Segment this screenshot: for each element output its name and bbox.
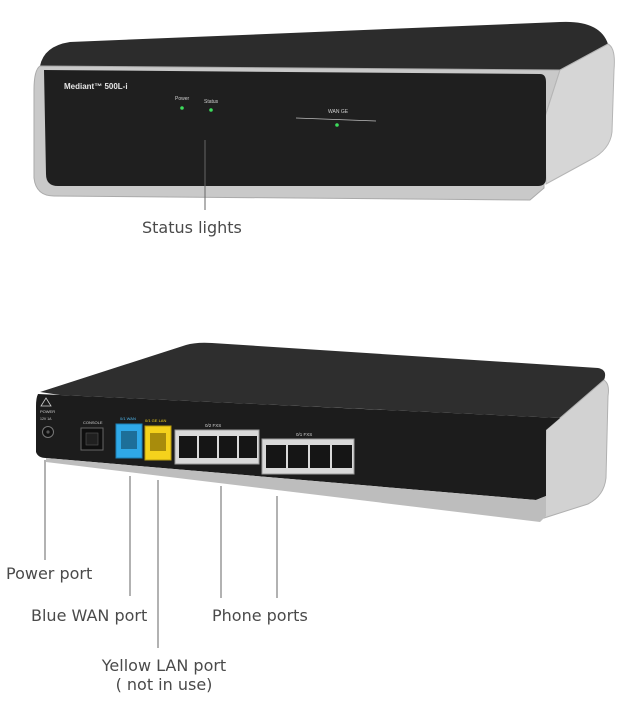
front-device-top: [40, 21, 608, 70]
yellow-lan-port-callout: Yellow LAN port ( not in use): [98, 656, 230, 694]
fxs-group-a-label: 0/2 FXS: [205, 423, 221, 428]
wan-led-label: WAN GE: [328, 109, 349, 115]
status-led: [209, 108, 213, 112]
fxs-group-b-label: 0/1 FXS: [296, 432, 312, 437]
back-device: POWER 12V 1A CONSOLE 0/1 WAN 0/1 GE LAN …: [36, 342, 609, 522]
wan-port-label: 0/1 WAN: [120, 416, 136, 421]
power-port-callout: Power port: [6, 564, 93, 583]
power-port-pin: [46, 430, 50, 434]
yellow-lan-port-callout-line2: ( not in use): [115, 675, 213, 694]
back-device-right-side: [543, 379, 609, 519]
lan-port-socket: [150, 433, 166, 451]
console-label: CONSOLE: [83, 420, 103, 425]
power-led-label: Power: [175, 96, 190, 102]
warning-icon: [40, 397, 52, 407]
wan-led: [335, 123, 339, 127]
brand-label: Mediant™ 500L-i: [64, 82, 128, 91]
phone-port-a4: [239, 436, 257, 458]
blue-wan-port-callout: Blue WAN port: [31, 606, 148, 625]
front-device-right-side: [543, 43, 615, 185]
power-spec-label: 12V 1A: [40, 417, 52, 421]
front-device: Mediant™ 500L-i Power Status WAN GE: [33, 21, 615, 201]
status-led-label: Status: [204, 99, 219, 105]
wan-port-socket: [121, 431, 137, 449]
phone-port-b1: [266, 445, 286, 468]
phone-port-b3: [310, 445, 330, 468]
status-lights-callout: Status lights: [142, 218, 242, 237]
back-device-top: [40, 342, 606, 418]
power-led: [180, 106, 184, 110]
phone-port-b2: [288, 445, 308, 468]
back-device-bottom-edge: [46, 458, 546, 522]
console-port-inner: [85, 432, 99, 446]
phone-port-a3: [219, 436, 237, 458]
yellow-lan-port-callout-line1: Yellow LAN port: [101, 656, 227, 675]
phone-port-a2: [199, 436, 217, 458]
phone-port-b4: [332, 445, 352, 468]
phone-ports-callout: Phone ports: [212, 606, 308, 625]
front-panel: [44, 70, 546, 186]
lan-port-label: 0/1 GE LAN: [145, 418, 166, 423]
wan-led-rule: [295, 117, 377, 122]
phone-port-a1: [179, 436, 197, 458]
power-label: POWER: [40, 409, 55, 414]
